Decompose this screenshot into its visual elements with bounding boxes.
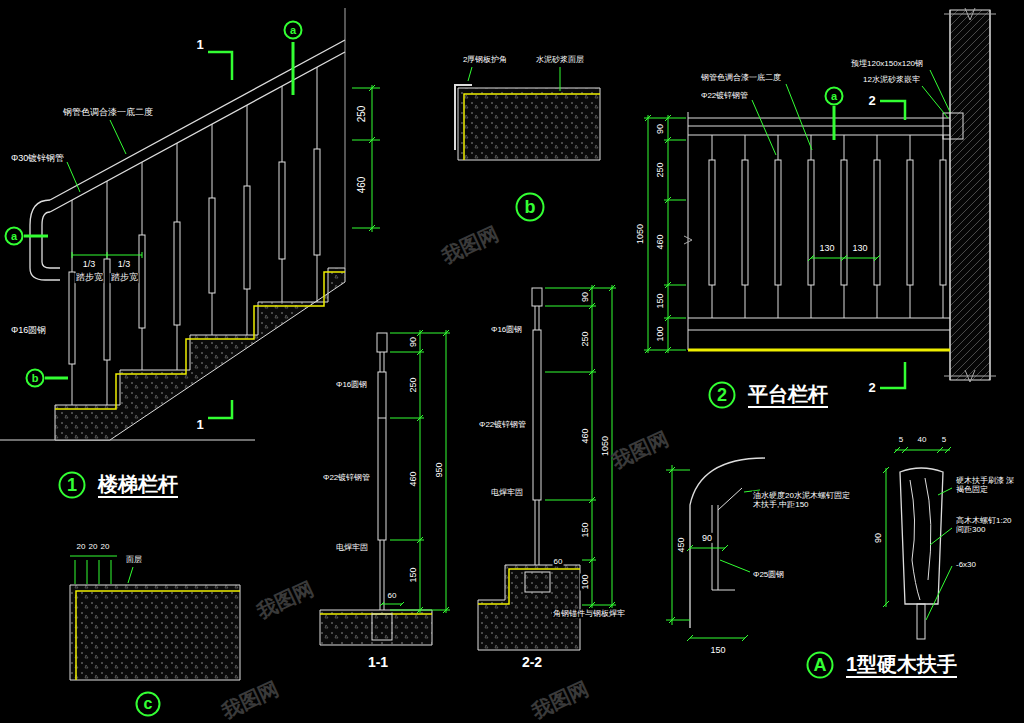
watermark: 我图网 [527,676,593,723]
dimension-text: 130 [851,243,868,253]
dimension-text: 460 [655,233,665,250]
dimension-text: 150 [408,566,418,583]
callout-letter: a [4,226,24,246]
section-mark: 1 [195,418,204,433]
note-text: 油水硬度20水泥木螺钉固定木扶手,中距150 [752,491,854,509]
note-text: 12水泥砂浆嵌牢 [862,75,921,84]
callout-letter: 1 [58,471,86,499]
note-text: 高木木螺钉1:20 间距300 [955,516,1019,534]
index-marker: a [4,226,24,246]
note-text: 电焊牢固 [335,543,369,552]
section-mark: 2 [867,381,876,396]
watermark: 我图网 [252,576,318,623]
callout-letter: a [283,20,303,40]
note-text: Φ22镀锌钢管 [700,91,749,100]
dimension-text: 100 [580,573,590,590]
dimension-text: 250 [655,161,665,178]
note-text: 踏步宽 [110,273,139,283]
dimension-text: 130 [818,243,835,253]
dimension-text: 5 [898,435,904,444]
dimension-text: 250 [580,330,590,347]
dimension-text: 150 [655,292,665,309]
dimension-text: 40 [917,435,928,444]
section-1-1 [320,330,450,645]
note-text: Φ16圆钢 [10,325,47,335]
dimension-text: 90 [701,533,713,543]
note-text: 硬木扶手刷漆 深褐色固定 [955,476,1019,494]
dimension-text: 1/3 [82,259,97,269]
dimension-text: 90 [408,336,418,348]
detail-callout: b [515,192,545,222]
watermark: 我图网 [607,426,673,473]
index-marker: a [283,20,303,40]
dimension-text: 100 [655,325,665,342]
watermark: 我图网 [437,221,503,268]
note-text: 2厚钢板护角 [462,55,508,64]
note-text: Φ30镀锌钢管 [10,153,65,163]
callout-letter: b [515,192,545,222]
title-callout: 2平台栏杆 [708,381,736,409]
section-mark: 1-1 [367,654,389,670]
dimension-text: 460 [580,427,590,444]
dimension-text: 60 [387,591,398,600]
callout-letter: a [824,86,844,106]
note-text: 角钢锚件与钢板焊牢 [552,609,626,618]
callout-letter: c [135,691,161,717]
section-mark: 2-2 [521,654,543,670]
note-text: 钢管色调合漆一底二度 [62,107,154,117]
note-text: Φ25圆钢 [752,570,785,579]
index-marker: a [824,86,844,106]
note-text: 踏步宽 [75,273,104,283]
dimension-text: 460 [356,176,368,195]
dimension-text: 250 [408,376,418,393]
dimension-text: 90 [655,123,665,135]
note-text: -6x30 [955,560,977,569]
view-title: 平台栏杆 [748,382,828,408]
nosing-detail [455,67,600,160]
dimension-text: 250 [356,105,368,124]
dimension-text: 460 [408,470,418,487]
watermark: 我图网 [217,676,283,723]
stair-railing [0,8,380,440]
index-marker: b [25,368,45,388]
dimension-text: 60 [553,557,564,566]
section-mark: 2 [867,94,876,109]
handrail-detail [666,447,952,641]
section-mark: 1 [195,38,204,53]
dimension-text: 20 [76,542,87,551]
dimension-text: 950 [434,461,444,478]
dimension-text: 90 [580,291,590,303]
view-title: 楼梯栏杆 [98,472,178,498]
note-text: 面层 [125,555,143,564]
dimension-text: 450 [676,536,686,553]
note-text: 水泥砂浆面层 [535,55,585,64]
finish-detail [70,556,240,680]
callout-letter: 2 [708,381,736,409]
title-callout: A1型硬木扶手 [806,651,834,679]
platform-railing [644,8,996,388]
dimension-text: 1050 [635,223,645,245]
dimension-text: 1/3 [117,259,132,269]
note-text: Φ22镀锌钢管 [322,473,371,482]
callout-letter: b [25,368,45,388]
dimension-text: 5 [941,435,947,444]
section-2-2 [478,285,616,650]
note-text: 预埋120x150x120钢 [850,59,924,68]
note-text: 电焊牢固 [490,488,524,497]
note-text: 钢管色调合漆一底二度 [700,73,782,82]
note-text: Φ22镀锌钢管 [478,420,527,429]
title-callout: 1楼梯栏杆 [58,471,86,499]
dimension-text: 150 [709,645,726,655]
callout-letter: A [806,651,834,679]
note-text: Φ16圆钢 [335,380,368,389]
dimension-text: 90 [873,532,883,544]
dimension-text: 20 [100,542,111,551]
view-title: 1型硬木扶手 [846,652,957,678]
detail-callout: c [135,691,161,717]
note-text: Φ16圆钢 [490,325,523,334]
dimension-text: 20 [88,542,99,551]
dimension-text: 150 [580,521,590,538]
